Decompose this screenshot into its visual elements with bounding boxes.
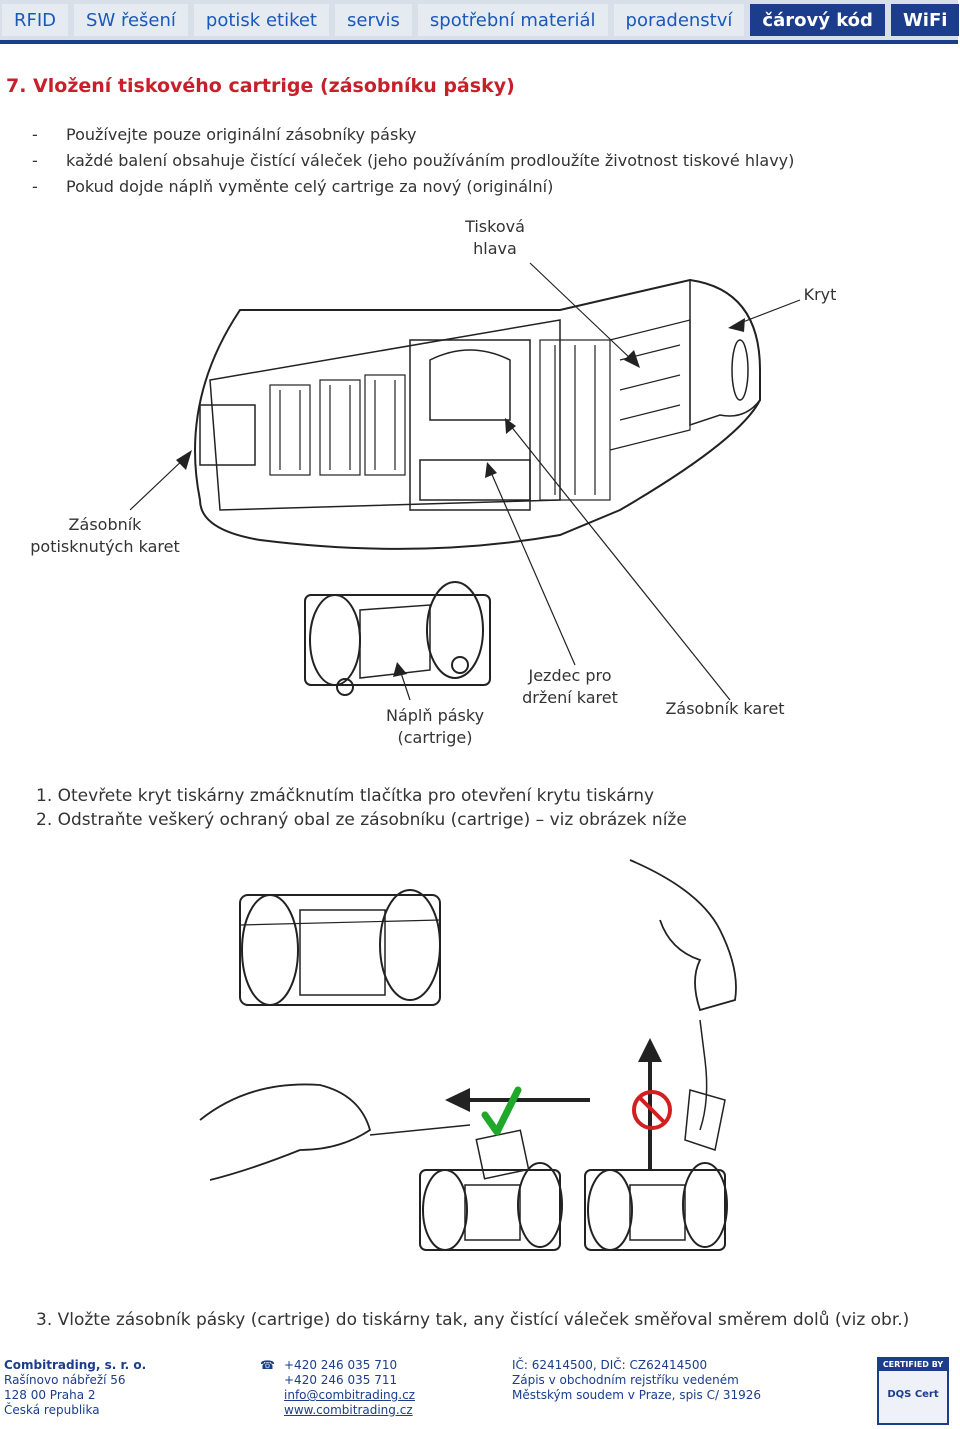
email-link[interactable]: info@combitrading.cz [284, 1388, 415, 1402]
list-item: - Používejte pouze originální zásobníky p… [32, 122, 794, 148]
step-2: 2. Odstraňte veškerý ochraný obal ze zás… [36, 810, 687, 830]
label-line: Zásobník [68, 515, 142, 534]
footer-contact: ☎ +420 246 035 710 +420 246 035 711 info@… [260, 1358, 415, 1418]
bullet-dash: - [32, 125, 38, 144]
step-3: 3. Vložte zásobník pásky (cartrige) do t… [36, 1310, 910, 1330]
footer-registry: IČ: 62414500, DIČ: CZ62414500 Zápis v ob… [512, 1358, 761, 1403]
label-print-head: Tisková hlava [455, 216, 535, 260]
phone-icon: ☎ [260, 1358, 275, 1372]
tab-spotrebni-material[interactable]: spotřební materiál [417, 4, 608, 36]
bullet-list: - Používejte pouze originální zásobníky p… [32, 122, 794, 200]
list-item: - každé balení obsahuje čistící váleček (… [32, 148, 794, 174]
certification-logo: CERTIFIED BY DQS Cert [877, 1357, 949, 1425]
bullet-text: každé balení obsahuje čistící váleček (j… [66, 151, 795, 170]
step-1: 1. Otevřete kryt tiskárny zmáčknutím tla… [36, 786, 655, 806]
company-ids: IČ: 62414500, DIČ: CZ62414500 [512, 1358, 708, 1372]
label-card-slider: Jezdec pro držení karet [515, 665, 625, 709]
label-cover: Kryt [803, 285, 837, 304]
tab-potisk-etiket[interactable]: potisk etiket [193, 4, 329, 36]
cert-logo-text: DQS Cert [887, 1389, 939, 1400]
bullet-text: Používejte pouze originální zásobníky pá… [66, 125, 417, 144]
city: 128 00 Praha 2 [4, 1388, 96, 1402]
packaging-removal-illustration [199, 859, 737, 1251]
tab-poradenstvi[interactable]: poradenství [613, 4, 745, 36]
list-item: - Pokud dojde náplň vyměnte celý cartrige… [32, 174, 794, 200]
street: Rašínovo nábřeží 56 [4, 1373, 126, 1387]
company-name: Combitrading, s. r. o. [4, 1358, 147, 1372]
phone-1: +420 246 035 710 [284, 1358, 398, 1372]
top-nav: RFID SW řešení potisk etiket servis spot… [0, 0, 960, 44]
tab-servis[interactable]: servis [335, 4, 412, 36]
label-line: potisknutých karet [30, 537, 180, 556]
check-icon [481, 1086, 522, 1136]
label-ribbon: Náplň pásky (cartrige) [380, 705, 490, 749]
tab-wifi[interactable]: WiFi [890, 4, 960, 36]
bullet-dash: - [32, 177, 38, 196]
page-footer: Combitrading, s. r. o. Rašínovo nábřeží … [0, 1358, 960, 1428]
label-line: držení karet [522, 688, 618, 707]
label-line: (cartrige) [397, 728, 473, 747]
footer-address: Combitrading, s. r. o. Rašínovo nábřeží … [4, 1358, 146, 1418]
registry-line-1: Zápis v obchodním rejstříku vedeném [512, 1373, 739, 1387]
section-title: 7. Vložení tiskového cartrige (zásobníku… [6, 75, 515, 97]
label-line: hlava [473, 239, 517, 258]
bullet-dash: - [32, 151, 38, 170]
label-output-hopper: Zásobník potisknutých karet [25, 514, 185, 558]
bullet-text: Pokud dojde náplň vyměnte celý cartrige … [66, 177, 554, 196]
registry-line-2: Městským soudem v Praze, spis C/ 31926 [512, 1388, 761, 1402]
phone-2: +420 246 035 711 [284, 1373, 398, 1387]
label-line: Jezdec pro [528, 666, 612, 685]
tab-carovy-kod[interactable]: čárový kód [750, 4, 885, 36]
printer-diagram [129, 262, 801, 701]
tab-rfid[interactable]: RFID [2, 4, 69, 36]
label-line: Náplň pásky [385, 706, 485, 725]
cert-top-text: CERTIFIED BY [879, 1359, 947, 1371]
tab-sw-reseni[interactable]: SW řešení [74, 4, 188, 36]
web-link[interactable]: www.combitrading.cz [284, 1403, 413, 1417]
prohibited-icon [632, 1090, 672, 1130]
country: Česká republika [4, 1403, 100, 1417]
label-line: Tisková [465, 217, 525, 236]
label-card-feeder: Zásobník karet [665, 699, 785, 718]
